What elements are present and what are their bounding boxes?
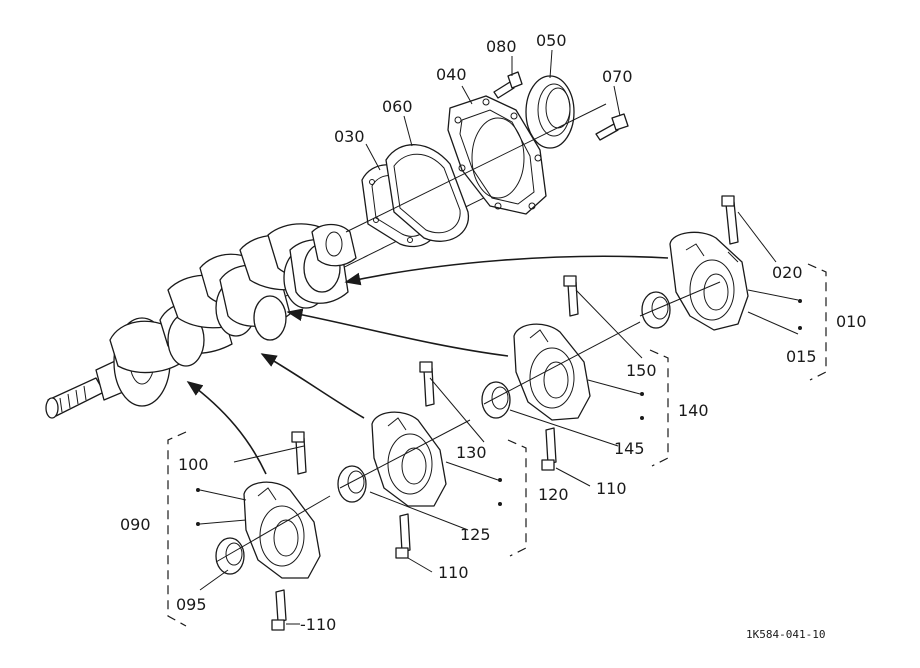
part-040-housing [447,95,547,215]
label-080: 080 [486,37,517,56]
part-110-bolt-lower [395,513,411,559]
part-095-bearing [215,537,245,575]
part-060-gasket [385,144,469,242]
label-015: 015 [786,347,817,366]
label-095: 095 [176,595,207,614]
label-150: 150 [626,361,657,380]
label-090: 090 [120,515,151,534]
label-060: 060 [382,97,413,116]
bracket-120 [507,439,527,557]
bracket-140 [649,349,669,467]
part-020-bolt [721,195,739,245]
label-125: 125 [460,525,491,544]
part-050-seal [525,75,575,149]
label-020: 020 [772,263,803,282]
part-015-bearing [641,291,671,329]
part-120-bearing-case [371,411,447,507]
label-110-lower: 110 [438,563,469,582]
label-130: 130 [456,443,487,462]
part-140-bearing-case [513,323,591,421]
part-090-bearing-case [243,481,321,579]
drawing-ref-code: 1K584-041-10 [746,628,825,641]
part-110-bolt-center [541,427,557,471]
label-110-center: 110 [596,479,627,498]
arrow-120-to-crank [260,353,365,419]
label-070: 070 [602,67,633,86]
label-100: 100 [178,455,209,474]
part-100-bolt [291,431,307,475]
label-040: 040 [436,65,467,84]
label-120: 120 [538,485,569,504]
arrow-090-to-crank [186,381,267,475]
part-110-bolt-rear [271,589,287,631]
arrow-140-to-crank [286,308,509,357]
label-050: 050 [536,31,567,50]
part-130-bolt [419,361,435,407]
label-110-rear: -110 [300,615,336,634]
part-145-bearing [481,381,511,419]
part-010-bearing-case [669,231,749,331]
part-070-bolt [595,113,629,141]
label-145: 145 [614,439,645,458]
label-010: 010 [836,312,867,331]
label-030: 030 [334,127,365,146]
part-125-bearing [337,465,367,503]
part-080-bolt [493,71,523,99]
bracket-010 [807,263,827,381]
arrow-010-to-crank [344,255,669,286]
crankshaft [45,179,521,419]
bracket-090 [167,431,187,627]
label-140: 140 [678,401,709,420]
part-150-bolt [563,275,579,317]
